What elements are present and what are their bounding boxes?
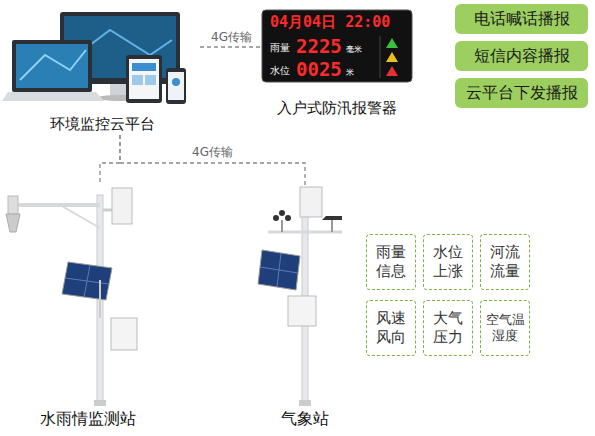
water-rain-station — [6, 188, 137, 406]
display-value: 2225 — [296, 36, 342, 57]
sensor-box: 大气压力 — [423, 300, 473, 356]
sensor-box: 空气温湿度 — [480, 300, 530, 356]
flood-alarm: 04月04日 22:00 雨量 2225 毫米水位 0025 米入户式防汛报警器 — [262, 10, 412, 122]
device-label: 气象站 — [281, 409, 329, 428]
dashed-link — [120, 135, 305, 185]
weather-station — [258, 187, 342, 406]
display-caption: 水位 — [270, 65, 290, 76]
sensor-text: 大气压力 — [433, 309, 463, 347]
pill-text: 电话喊话播报 — [474, 9, 570, 30]
alarm-display — [262, 10, 412, 82]
sensor-box: 水位上涨 — [423, 234, 473, 290]
monitor-station: 水雨情监测站 — [5, 185, 170, 430]
broadcast-pill: 电话喊话播报 — [455, 4, 588, 34]
device-label: 入户式防汛报警器 — [262, 100, 412, 117]
display-value: 0025 — [296, 59, 342, 80]
devices-illustration — [2, 12, 186, 104]
pill-text: 云平台下发播报 — [466, 83, 578, 104]
device-label: 水雨情监测站 — [40, 409, 136, 428]
sensor-text: 空气温湿度 — [486, 312, 525, 345]
sensor-text: 水位上涨 — [433, 243, 463, 281]
display-datetime: 04月04日 22:00 — [270, 14, 390, 31]
dashed-link — [200, 46, 262, 47]
broadcast-pill: 短信内容播报 — [455, 41, 588, 71]
display-caption: 雨量 — [270, 42, 290, 53]
device-label: 环境监控云平台 — [50, 115, 155, 133]
display-unit: 毫米 — [346, 46, 362, 55]
link-label: 4G传输 — [208, 30, 255, 44]
sensor-box: 河流流量 — [480, 234, 530, 290]
monitor-station: 气象站 — [245, 185, 365, 430]
link-label: 4G传输 — [189, 145, 236, 159]
display-unit: 米 — [346, 69, 354, 78]
cloud-platform: 环境监控云平台 — [5, 5, 200, 135]
dashed-link — [100, 135, 120, 185]
sensor-box: 风速风向 — [366, 300, 416, 356]
pill-text: 短信内容播报 — [474, 46, 570, 67]
sensor-text: 河流流量 — [490, 243, 520, 281]
sensor-text: 风速风向 — [376, 309, 406, 347]
sensor-text: 雨量信息 — [376, 243, 406, 281]
broadcast-pill: 云平台下发播报 — [455, 78, 588, 108]
sensor-box: 雨量信息 — [366, 234, 416, 290]
